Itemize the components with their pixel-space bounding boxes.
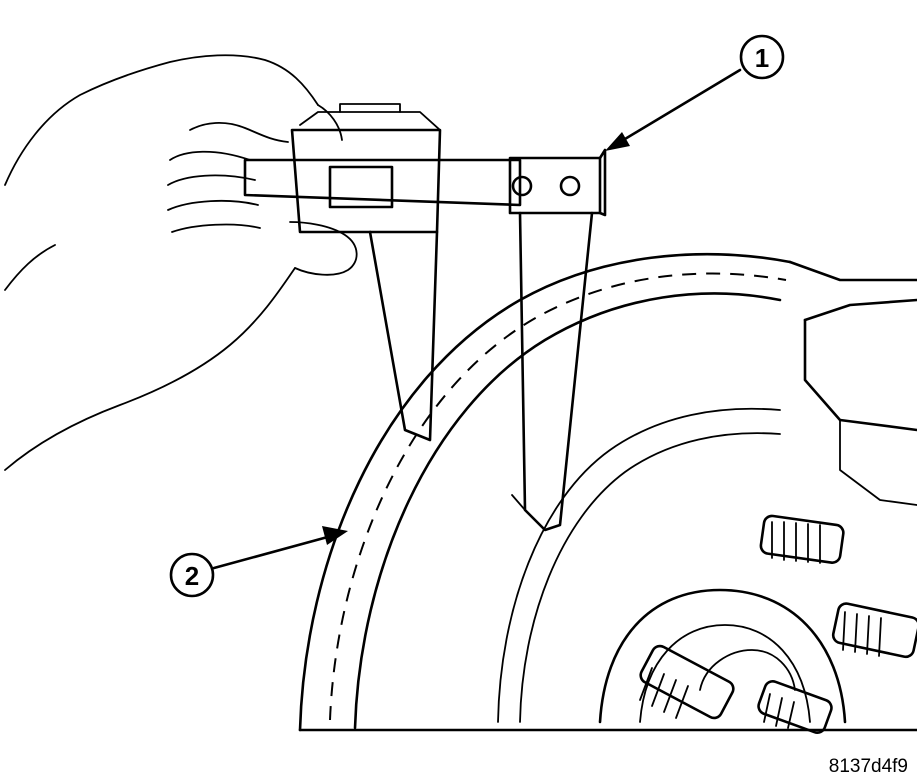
wheel-hub bbox=[598, 588, 847, 724]
wheel-stud bbox=[759, 514, 845, 564]
arrowhead-icon bbox=[605, 132, 630, 151]
callout-1: 1 bbox=[605, 34, 785, 151]
caliper-bracket bbox=[788, 260, 917, 506]
brake-rotor bbox=[298, 252, 917, 732]
callout-2-label: 2 bbox=[185, 561, 199, 591]
figure-id: 8137d4f9 bbox=[829, 756, 908, 777]
caliper bbox=[243, 103, 607, 532]
arrowhead-icon bbox=[322, 526, 348, 545]
hand bbox=[4, 54, 358, 471]
callout-1-label: 1 bbox=[755, 43, 769, 73]
callout-2: 2 bbox=[169, 526, 348, 598]
wheel-stud bbox=[831, 602, 917, 659]
wheel-stud bbox=[639, 644, 735, 720]
wheel-stud bbox=[757, 680, 833, 734]
